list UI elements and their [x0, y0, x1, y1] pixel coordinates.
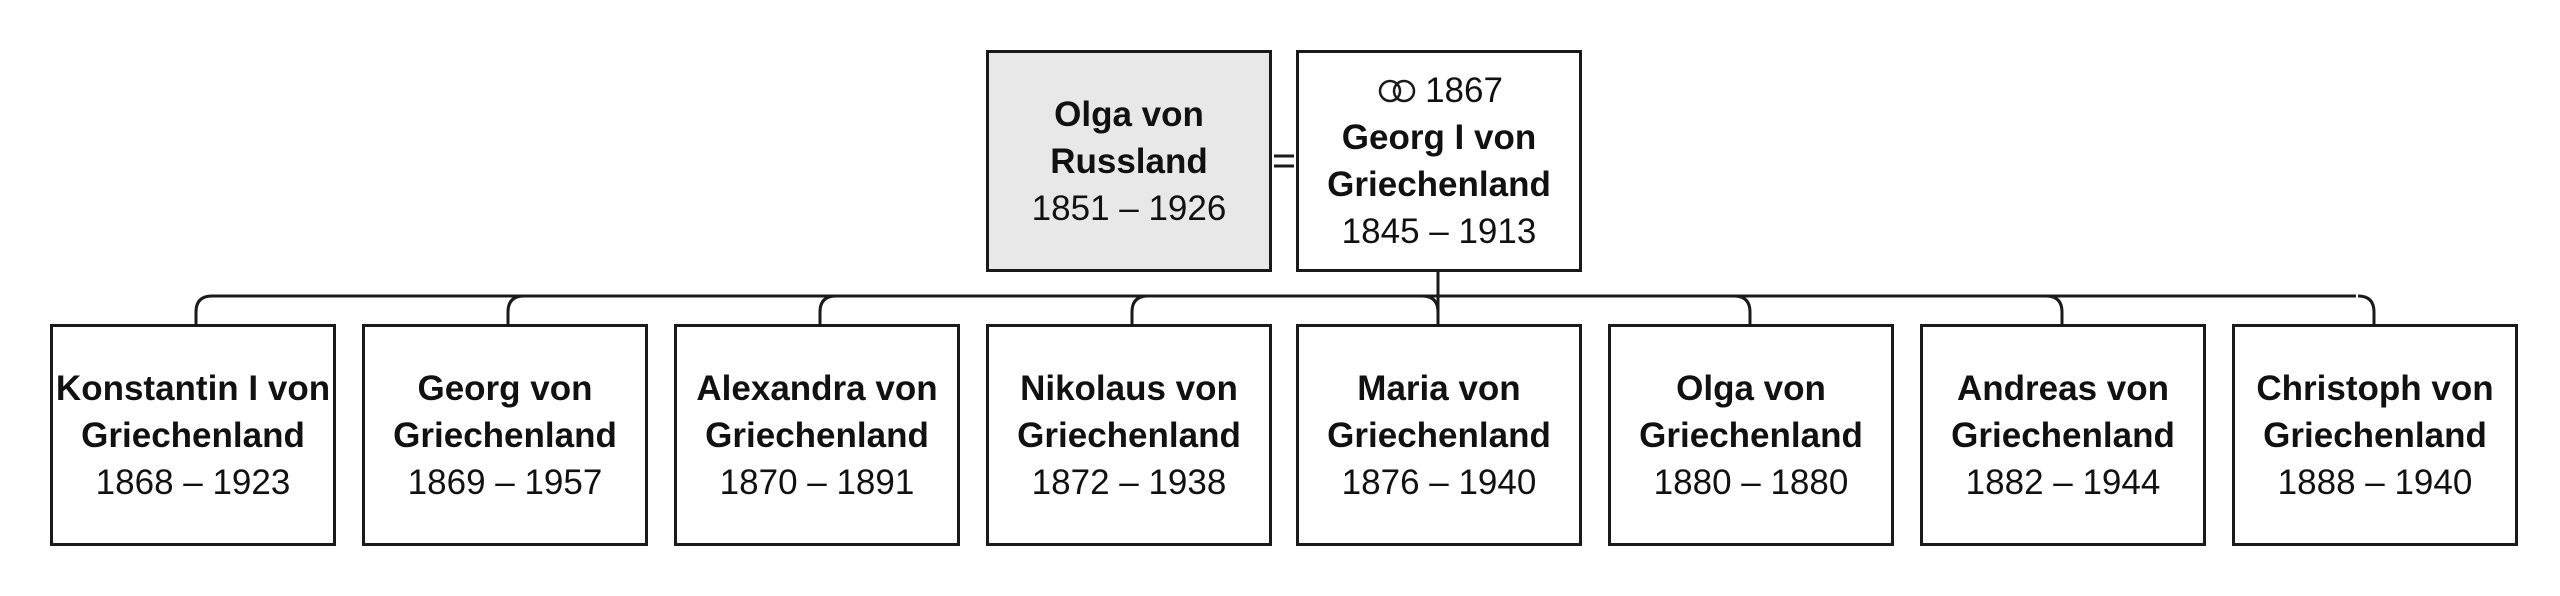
drop-child-4	[1130, 294, 1149, 324]
person-box-child-5[interactable]: Maria von Griechenland 1876 – 1940	[1296, 324, 1582, 546]
person-dates: 1880 – 1880	[1653, 462, 1849, 502]
person-dates: 1869 – 1957	[407, 462, 603, 502]
drop-child-3	[818, 294, 837, 324]
person-box-child-3[interactable]: Alexandra von Griechenland 1870 – 1891	[674, 324, 960, 546]
person-name: Konstantin I von Griechenland	[55, 368, 331, 455]
drop-child-7	[2045, 294, 2064, 324]
person-name: Alexandra von Griechenland	[696, 368, 938, 455]
marriage-row: 1867	[1375, 67, 1503, 114]
person-dates: 1851 – 1926	[1031, 188, 1227, 228]
person-name: Georg von Griechenland	[393, 368, 617, 455]
person-name: Christoph von Griechenland	[2256, 368, 2494, 455]
drop-child-5	[1421, 294, 1440, 324]
marriage-rings-icon	[1378, 79, 1416, 102]
person-dates: 1868 – 1923	[95, 462, 291, 502]
person-box-child-7[interactable]: Andreas von Griechenland 1882 – 1944	[1920, 324, 2206, 546]
person-dates: 1870 – 1891	[719, 462, 915, 502]
person-dates: 1876 – 1940	[1341, 462, 1537, 502]
drop-child-2	[506, 294, 525, 324]
person-box-child-6[interactable]: Olga von Griechenland 1880 – 1880	[1608, 324, 1894, 546]
person-name: Nikolaus von Griechenland	[1017, 368, 1241, 455]
person-box-child-8[interactable]: Christoph von Griechenland 1888 – 1940	[2232, 324, 2518, 546]
person-name: Andreas von Griechenland	[1951, 368, 2175, 455]
marriage-year: 1867	[1425, 71, 1503, 110]
person-box-child-4[interactable]: Nikolaus von Griechenland 1872 – 1938	[986, 324, 1272, 546]
person-box-child-1[interactable]: Konstantin I von Griechenland 1868 – 192…	[50, 324, 336, 546]
person-box-child-2[interactable]: Georg von Griechenland 1869 – 1957	[362, 324, 648, 546]
person-dates: 1872 – 1938	[1031, 462, 1227, 502]
person-name: Maria von Griechenland	[1327, 368, 1551, 455]
drop-child-1	[194, 294, 213, 324]
person-name: Georg I von Griechenland	[1327, 118, 1551, 204]
person-name: Olga von Griechenland	[1639, 368, 1863, 455]
drop-child-8	[2357, 294, 2376, 324]
drop-child-6	[1733, 294, 1752, 324]
person-name: Olga von Russland	[1050, 94, 1208, 181]
person-dates: 1882 – 1944	[1965, 462, 2161, 502]
person-box-father[interactable]: 1867 Georg I von Griechenland 1845 – 191…	[1296, 50, 1582, 272]
person-dates: 1845 – 1913	[1341, 212, 1537, 251]
person-box-mother[interactable]: Olga von Russland 1851 – 1926	[986, 50, 1272, 272]
person-dates: 1888 – 1940	[2277, 462, 2473, 502]
